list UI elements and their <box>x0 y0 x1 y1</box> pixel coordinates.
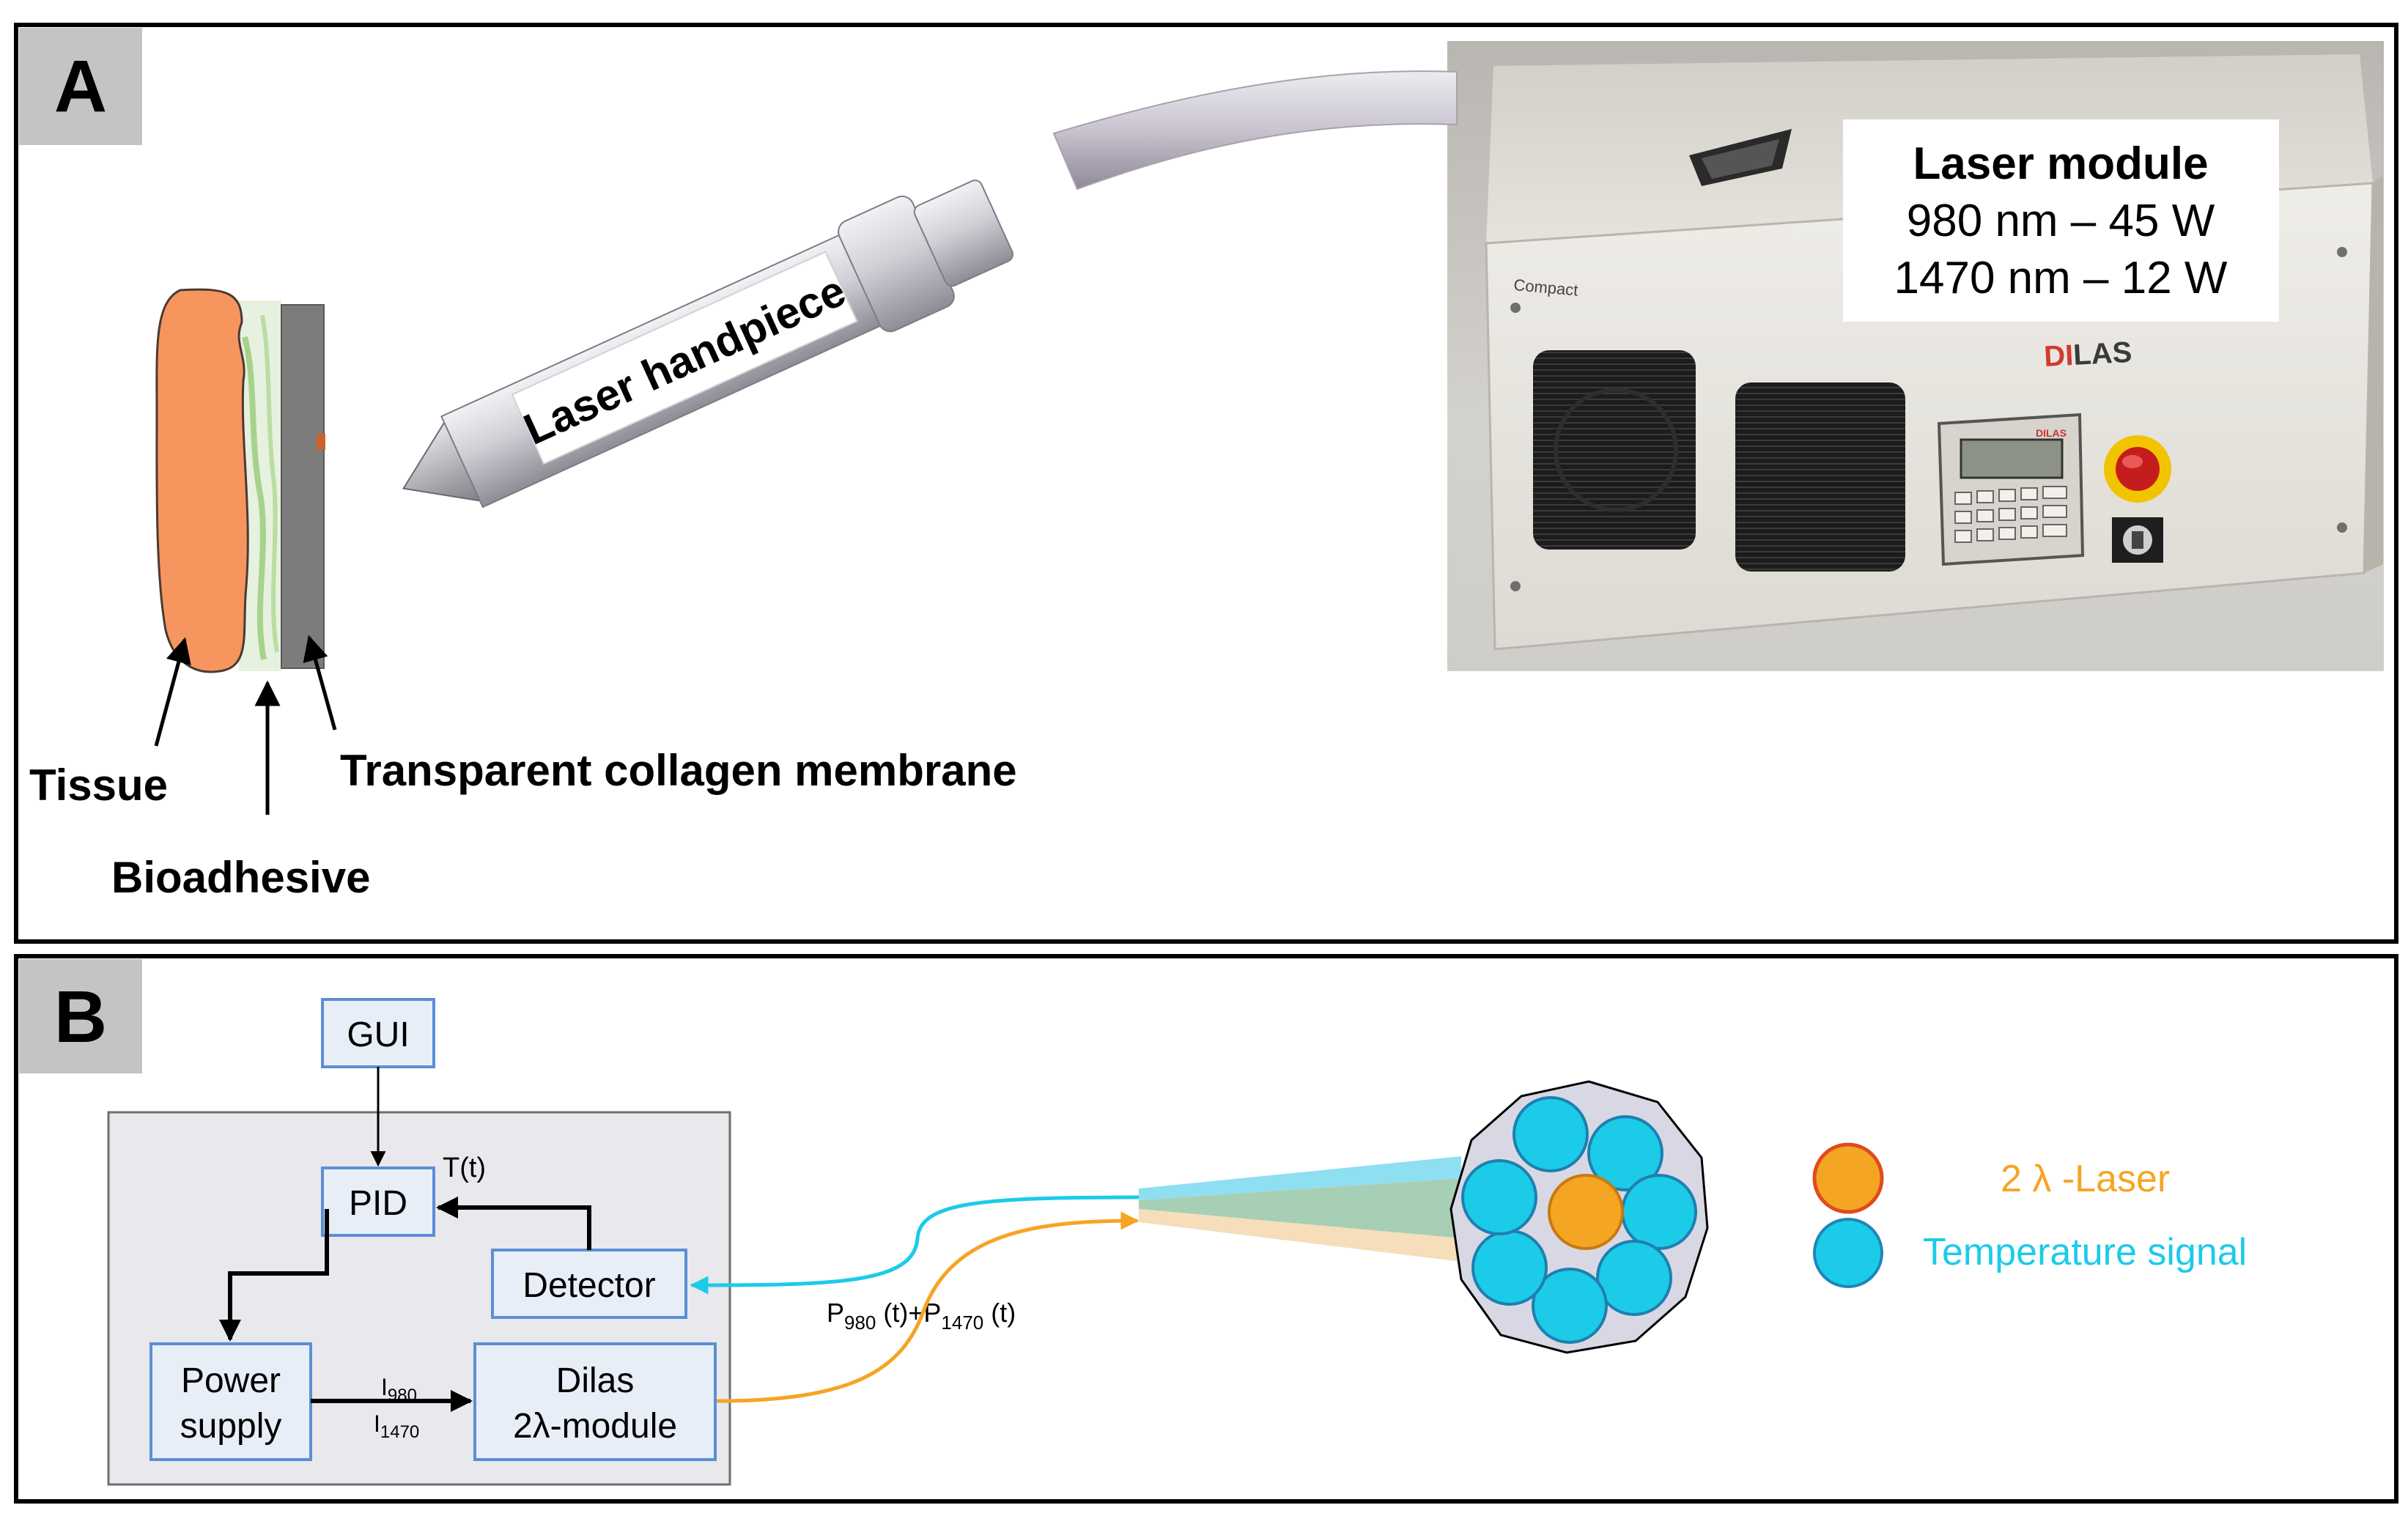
laser-device-photo: Compact DILAS DILAS <box>1447 41 2384 671</box>
temperature-fiber-core <box>1596 1240 1672 1316</box>
detector-block: Detector <box>491 1249 687 1319</box>
pid-to-power-arrow <box>219 1209 329 1342</box>
legend-temperature-swatch <box>1813 1218 1883 1288</box>
emergency-stop <box>2104 435 2171 503</box>
tissue-stack <box>155 288 325 673</box>
tissue <box>155 288 249 673</box>
tissue-label: Tissue <box>29 761 168 810</box>
panel-b-letter: B <box>54 976 107 1058</box>
membrane-label: Transparent collagen membrane <box>340 746 1017 795</box>
svg-text:PID: PID <box>349 1184 407 1223</box>
collagen-membrane <box>281 304 325 669</box>
gui-block: GUI <box>321 998 435 1068</box>
membrane-pointer <box>303 635 337 731</box>
svg-text:2λ-module: 2λ-module <box>513 1407 677 1446</box>
svg-text:supply: supply <box>180 1407 282 1446</box>
temperature-fiber-core <box>1513 1096 1589 1172</box>
laser-module-label-box <box>1843 119 2279 322</box>
panel-a: A Compact DILAS <box>14 23 2398 944</box>
panel-a-letter-box <box>19 28 142 145</box>
temperature-fiber-core <box>1471 1230 1548 1306</box>
temperature-fiber-core <box>1532 1268 1608 1344</box>
panel-b: B GUI PID Detector Power supply Dilas 2λ… <box>14 954 2398 1504</box>
key-switch <box>2112 517 2163 563</box>
temperature-fiber-path <box>690 1195 1142 1295</box>
power-signal-label: P980 (t)+P1470 (t) <box>827 1298 1016 1334</box>
svg-text:GUI: GUI <box>347 1016 409 1054</box>
vent-grille-left <box>1533 350 1696 550</box>
temperature-fiber-core <box>1621 1174 1697 1250</box>
laser-fiber-path <box>716 1211 1140 1403</box>
temperature-fiber-core <box>1461 1159 1537 1235</box>
panel-a-letter: A <box>54 45 107 127</box>
fiber-cable <box>1052 70 1458 191</box>
legend: 2 λ -Laser Temperature signal <box>1812 1142 2247 1288</box>
current-1470-label: I1470 <box>374 1410 419 1442</box>
fiber-bundle-cross-section <box>1449 1080 1709 1354</box>
control-keypad: DILAS <box>1937 413 2085 566</box>
svg-text:Detector: Detector <box>522 1266 655 1305</box>
detector-to-pid-arrow <box>436 1197 591 1250</box>
laser-beam <box>1139 1209 1461 1262</box>
laser-module-title: Laser module <box>1913 138 2208 189</box>
current-980-label: I980 <box>381 1374 417 1405</box>
bioadhesive-label: Bioadhesive <box>111 853 370 902</box>
laser-module-spec-980: 980 nm – 45 W <box>1907 196 2215 246</box>
device-brand: DILAS <box>2043 336 2132 373</box>
overlap-beam <box>1139 1178 1461 1238</box>
svg-text:DILAS: DILAS <box>2036 427 2067 439</box>
pid-block: PID <box>321 1166 435 1237</box>
svg-text:Dilas: Dilas <box>556 1361 635 1400</box>
legend-laser-swatch <box>1812 1142 1884 1214</box>
power-supply-block: Power supply <box>149 1342 312 1461</box>
temperature-fiber-core <box>1587 1115 1663 1191</box>
laser-fiber-core <box>1548 1174 1624 1250</box>
dilas-module-block: Dilas 2λ-module <box>473 1342 717 1461</box>
svg-text:Power: Power <box>181 1361 281 1400</box>
temperature-signal-label: T(t) <box>443 1153 486 1183</box>
tissue-pointer <box>154 637 191 747</box>
vent-grille-right <box>1735 382 1905 572</box>
panel-b-letter-box <box>19 959 142 1073</box>
laser-module-spec-1470: 1470 nm – 12 W <box>1894 253 2228 303</box>
temperature-beam <box>1139 1156 1461 1200</box>
legend-temperature-label: Temperature signal <box>1923 1231 2247 1273</box>
legend-laser-label: 2 λ -Laser <box>2001 1158 2170 1200</box>
